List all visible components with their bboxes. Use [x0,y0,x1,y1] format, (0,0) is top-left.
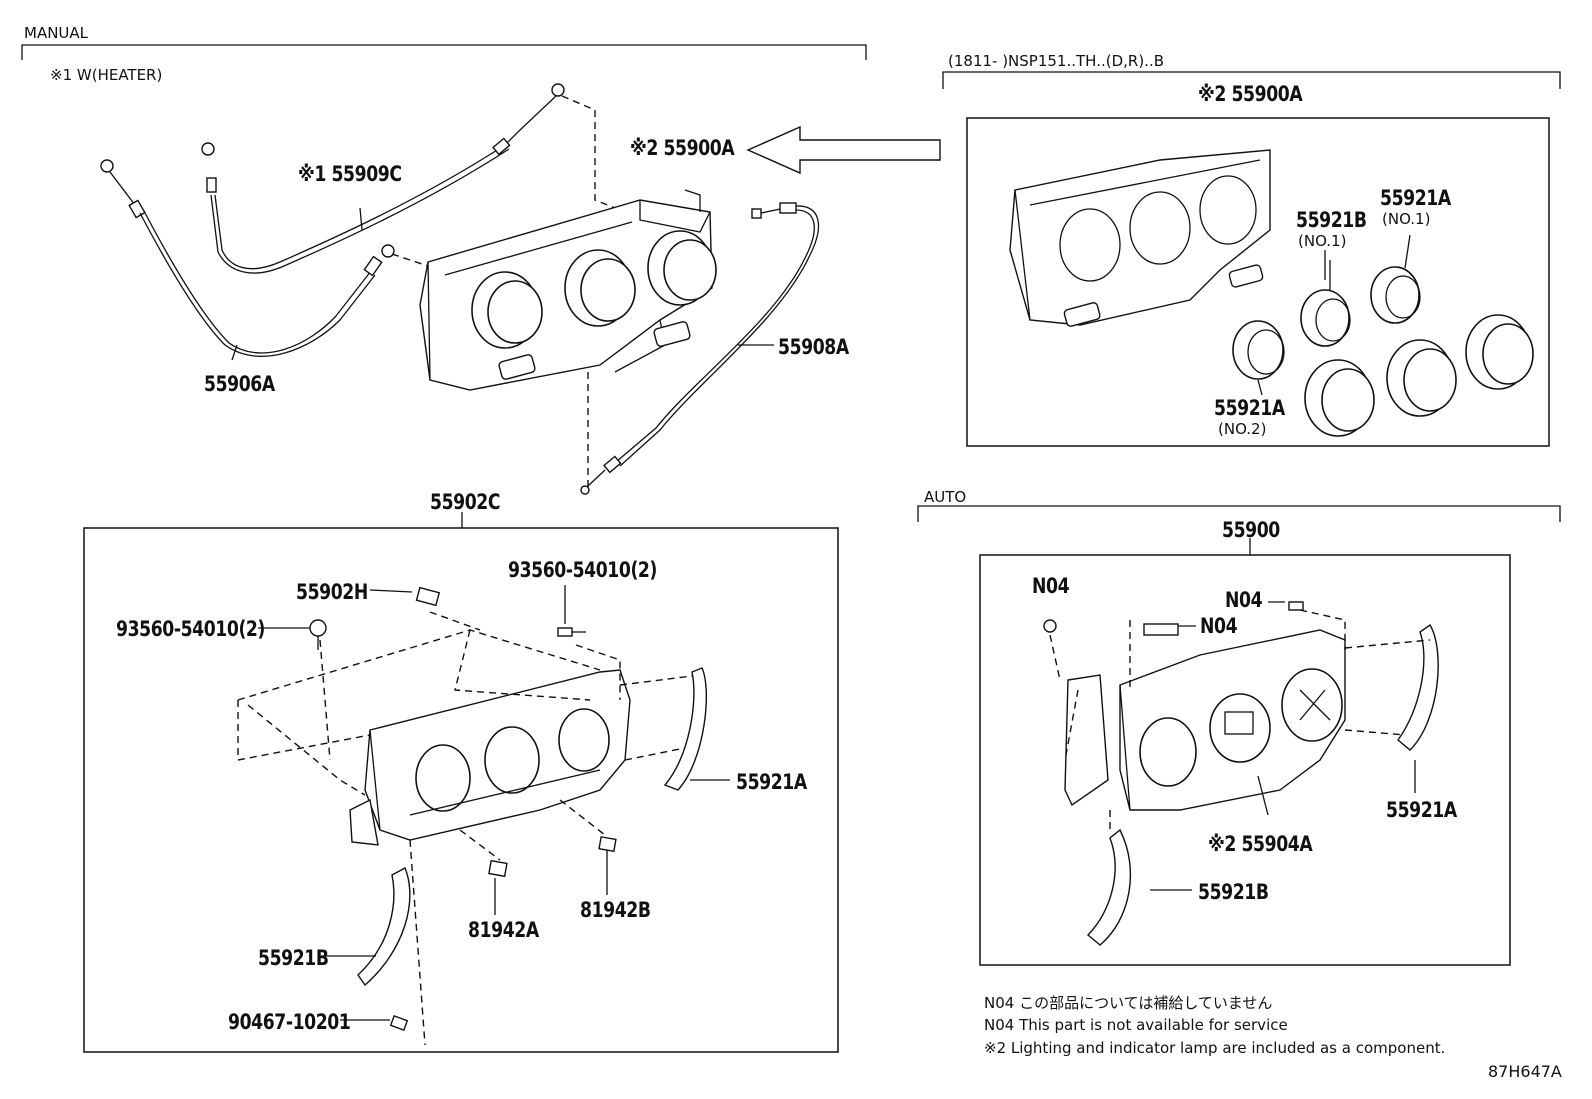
label-55921b-bezel: 55921B [258,946,329,970]
clip-bottom-part [389,1015,409,1031]
note-n04-english: N04 This part is not available for servi… [984,1016,1288,1034]
trim-right-part [663,667,707,791]
label-screw-right: 93560-54010(2) [508,558,657,582]
label-screw-left: 93560-54010(2) [116,617,265,641]
auto-box [979,554,1511,966]
variant-bracket [942,71,1561,89]
auto-trim-left-part [1086,828,1132,946]
label-55906a: 55906A [204,372,275,396]
manual-bracket [21,44,867,60]
label-55921a-no1: 55921A [1380,186,1451,210]
auto-control-unit [1119,629,1346,811]
figure-id: 87H647A [1488,1062,1562,1081]
label-55900a-variant: ※2 55900A [1198,82,1303,106]
screw-left-part [309,619,327,650]
label-55921a-bezel: 55921A [736,770,807,794]
label-n04-screw: N04 [1225,588,1263,612]
n04-screw-left [1043,619,1057,633]
label-55921b-auto: 55921B [1198,880,1269,904]
label-55921b-no1: 55921B [1296,208,1367,232]
variant-control-unit [1009,149,1326,327]
label-90467: 90467-10201 [228,1010,351,1034]
cap-b-part [598,836,617,853]
label-55921b-no1-sub: (NO.1) [1298,232,1347,250]
note-star2: ※2 Lighting and indicator lamp are inclu… [984,1039,1446,1057]
bezel-panel [349,669,631,846]
left-arrow-icon [746,125,941,175]
variant-box [966,117,1550,447]
label-81942b: 81942B [580,898,651,922]
label-55902c: 55902C [430,490,501,514]
label-55921a-no2: 55921A [1214,396,1285,420]
bezel-box [83,527,839,1053]
variant-knobs [1304,314,1534,437]
label-n04-part: N04 [1200,614,1238,638]
label-55921a-no2-sub: (NO.2) [1218,420,1267,438]
manual-variant-note: ※1 W(HEATER) [50,66,163,84]
section-title-manual: MANUAL [24,24,89,42]
label-n04-left: N04 [1032,574,1070,598]
label-55900-auto: 55900 [1222,518,1280,542]
label-55900a-manual: ※2 55900A [630,136,735,160]
auto-trim-right-part [1397,623,1439,751]
label-55904a: ※2 55904A [1208,832,1313,856]
variant-rings [1232,234,1421,396]
label-55921a-auto: 55921A [1386,798,1457,822]
label-55909c: ※1 55909C [298,162,402,186]
cap-a-part [488,859,508,878]
n04-screw-right [1288,601,1304,611]
label-55908a: 55908A [778,335,849,359]
note-n04-japanese: N04 この部品については補給していません [984,994,1273,1012]
trim-left-part [357,867,411,987]
section-title-model-variant: (1811- )NSP151..TH..(D,R)..B [948,52,1164,70]
label-81942a: 81942A [468,918,539,942]
manual-control-unit [419,189,717,391]
cable-55906a [100,159,395,361]
auto-bracket [917,505,1561,522]
section-title-auto: AUTO [924,488,967,506]
label-55902h: 55902H [296,580,368,604]
cable-55909c [201,83,565,274]
clip-h-part [415,586,441,607]
cable-55908a [580,202,820,495]
screw-right-part [557,627,586,637]
auto-bracket-part [1064,674,1109,807]
label-55921a-no1-sub: (NO.1) [1382,210,1431,228]
n04-strip-part [1143,623,1179,636]
